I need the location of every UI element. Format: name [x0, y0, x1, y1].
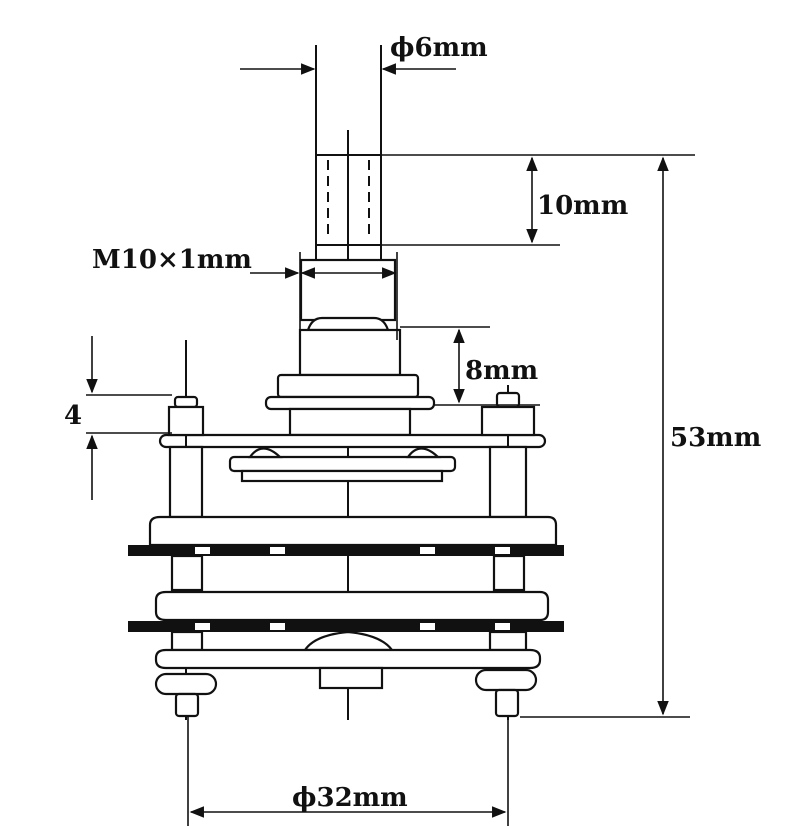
label-shaft-diameter: ϕ6mm	[390, 33, 488, 63]
bottom-terminals	[154, 666, 538, 718]
middle-spacers	[154, 554, 550, 622]
dim-bushing-height: 8mm	[400, 326, 540, 406]
label-overall-height: 53mm	[670, 423, 761, 453]
dim-thread: M10×1mm	[92, 245, 398, 340]
dim-shaft-length: 10mm	[381, 154, 695, 246]
dim-shaft-diameter: ϕ6mm	[240, 33, 488, 75]
dim-body-diameter: ϕ32mm	[187, 716, 509, 826]
bushing	[264, 258, 436, 437]
dim-overall-height: 53mm	[520, 156, 761, 718]
label-shaft-length: 10mm	[537, 191, 628, 221]
label-bushing-height: 8mm	[465, 356, 538, 386]
label-thread: M10×1mm	[92, 245, 252, 275]
deck-upper	[128, 515, 564, 556]
bolt-right	[480, 385, 536, 720]
bolt-left	[167, 340, 205, 720]
top-plate	[158, 433, 547, 483]
dim-deck-spacing: 4	[64, 336, 172, 500]
label-deck-spacing: 4	[64, 401, 82, 431]
deck-lower	[128, 621, 564, 670]
label-body-diameter: ϕ32mm	[292, 783, 408, 813]
